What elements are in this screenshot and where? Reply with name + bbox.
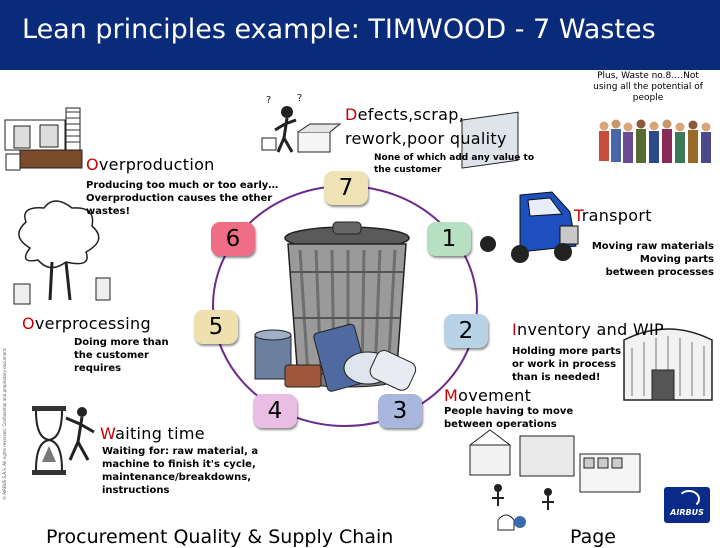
waste-heading-transport: Transport <box>574 206 652 225</box>
waste-number-1: 1 <box>427 222 471 256</box>
factory-workers-icon <box>470 430 640 530</box>
trash-can-icon <box>255 222 418 393</box>
waste-heading-movement: Movement <box>444 386 531 405</box>
waste-description-defects: None of which add any value to the custo… <box>374 152 546 176</box>
waste-number-7: 7 <box>324 171 368 205</box>
copyright-side-note: © AIRBUS S.A.S. All rights reserved. Con… <box>2 347 7 500</box>
hourglass-icon <box>32 406 94 475</box>
waste-number-5: 5 <box>194 310 238 344</box>
waste-description-transport: Moving raw materials Moving parts betwee… <box>590 240 714 279</box>
office-desk-paperwork-icon <box>5 108 82 170</box>
people-group-icon <box>599 120 711 164</box>
waste-heading-defects: Defects,scrap, rework,poor quality <box>345 103 555 151</box>
warehouse-icon <box>624 329 712 400</box>
waste-number-3: 3 <box>378 394 422 428</box>
airbus-logo-mark <box>678 490 700 508</box>
waste-number-6: 6 <box>211 222 255 256</box>
waste-description-overprocessing: Doing more than the customer requires <box>74 336 178 375</box>
extra-waste-note: Plus, Waste no.8….Not using all the pote… <box>588 71 708 104</box>
waste-heading-inventory: Inventory and WIP <box>512 320 664 339</box>
waste-heading-overproduction: Overproduction <box>86 155 215 174</box>
svg-text:?: ? <box>266 95 271 106</box>
waste-description-overproduction: Producing too much or too early… Overpro… <box>86 179 286 218</box>
svg-text:?: ? <box>297 93 302 104</box>
waste-description-inventory: Holding more parts or work in process th… <box>512 345 630 384</box>
airbus-logo-icon: AIRBUS <box>664 487 710 523</box>
footer-page-label: Page <box>570 526 616 548</box>
waste-heading-overprocessing: Overprocessing <box>22 314 151 333</box>
thinking-person-icon: ? ? <box>262 93 340 152</box>
waste-description-movement: People having to move between operations <box>444 405 584 431</box>
waste-description-waiting: Waiting for: raw material, a machine to … <box>102 445 272 497</box>
footer-department: Procurement Quality & Supply Chain <box>46 526 393 548</box>
waste-number-2: 2 <box>444 314 488 348</box>
waste-number-4: 4 <box>253 394 297 428</box>
airbus-logo-text: AIRBUS <box>664 508 710 517</box>
waste-heading-waiting: Waiting time <box>100 424 205 443</box>
